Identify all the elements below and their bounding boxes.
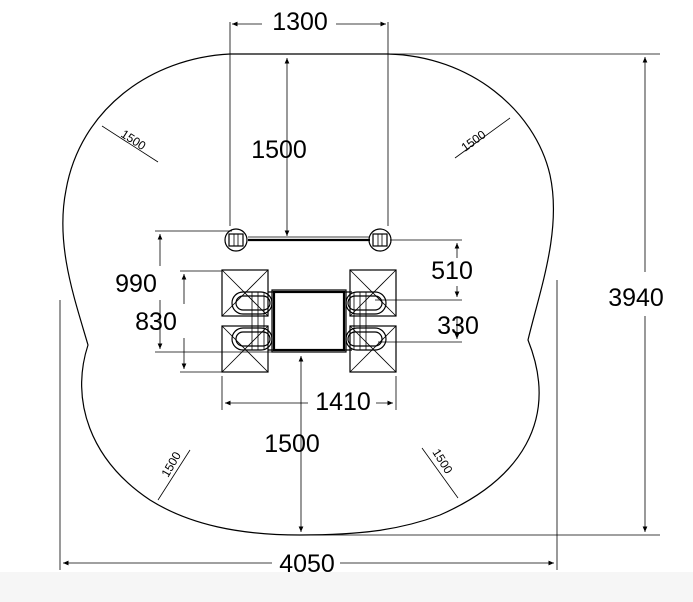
dimension-bottom-clearance-1500: 1500 (264, 356, 320, 532)
radius-callout-top-left: 1500 (101, 125, 159, 163)
top-bar (224, 228, 392, 252)
dimension-top-clearance-1500: 1500 (251, 58, 307, 236)
equipment-frame (221, 269, 397, 373)
radius-callout-bottom-right: 1500 (421, 446, 459, 499)
dim-label-4050: 4050 (279, 550, 335, 578)
dim-label-510: 510 (431, 257, 473, 285)
dimension-right-510: 510 (375, 239, 473, 301)
dimension-top-1300: 1300 (229, 8, 389, 226)
dim-label-bottom-1500: 1500 (264, 430, 320, 458)
dim-label-1410: 1410 (315, 388, 371, 416)
dimension-width-4050: 4050 (59, 280, 558, 578)
dim-label-3940: 3940 (608, 284, 664, 312)
dimension-height-3940: 3940 (300, 53, 664, 536)
radius-callout-top-right: 1500 (454, 117, 511, 159)
radius-label-tl: 1500 (118, 127, 148, 153)
dimension-left-830: 830 (135, 270, 222, 373)
radius-label-br: 1500 (429, 446, 455, 476)
radius-callout-bottom-left: 1500 (157, 449, 191, 501)
ground-strip (0, 572, 693, 602)
dim-label-330: 330 (437, 312, 479, 340)
dimension-frame-1410: 1410 (221, 376, 397, 416)
dim-label-1300: 1300 (272, 8, 328, 36)
dim-label-830: 830 (135, 308, 177, 336)
dim-label-990: 990 (115, 270, 157, 298)
dim-label-top-1500: 1500 (251, 136, 307, 164)
radius-label-bl: 1500 (158, 449, 184, 479)
dimension-right-330: 330 (378, 312, 479, 343)
dimension-left-990: 990 (115, 230, 272, 353)
radius-label-tr: 1500 (459, 127, 489, 154)
